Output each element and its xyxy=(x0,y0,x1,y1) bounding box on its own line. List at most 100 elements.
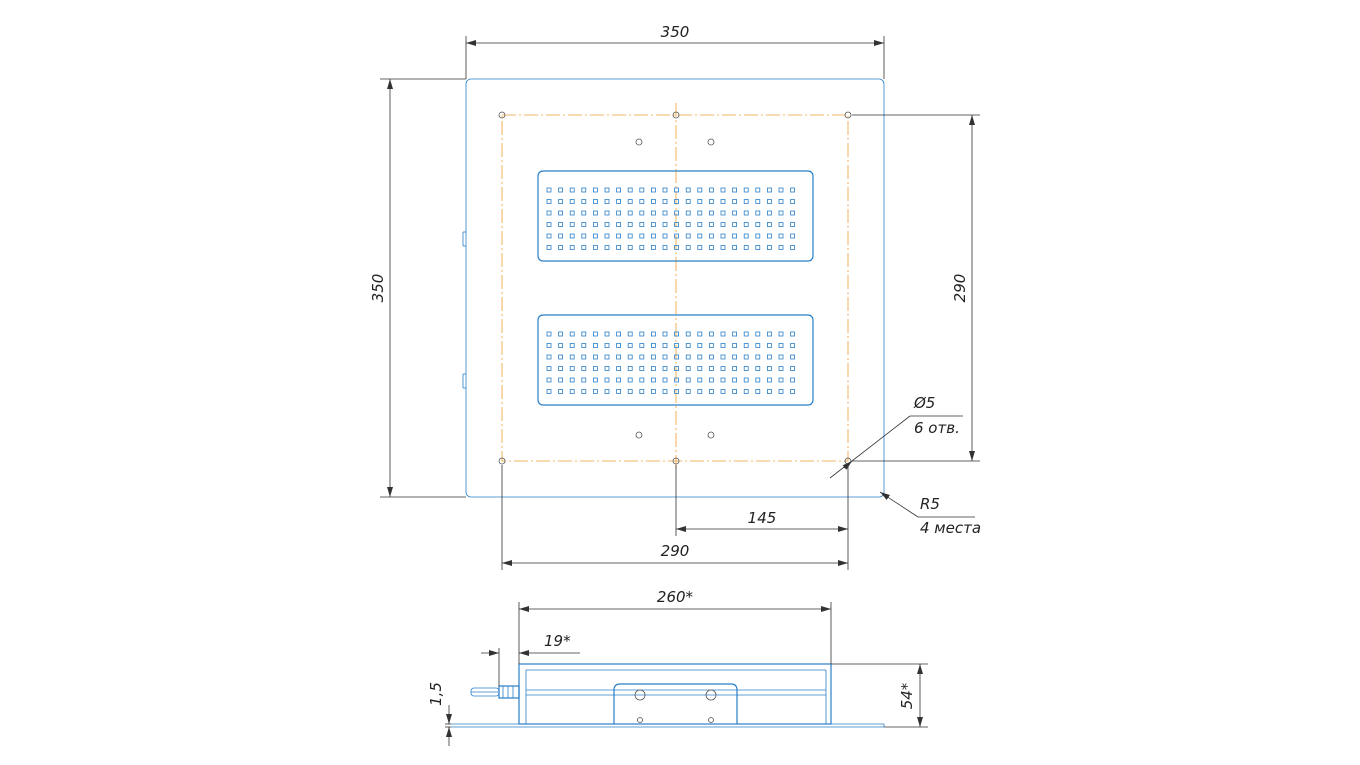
led-chip xyxy=(674,222,679,227)
led-chip xyxy=(546,377,552,383)
led-chip xyxy=(616,354,621,360)
led-chip xyxy=(581,366,587,371)
mounting-holes xyxy=(498,111,852,465)
led-chip xyxy=(790,354,795,360)
led-chip xyxy=(790,199,795,204)
led-chip xyxy=(743,199,749,204)
led-chip xyxy=(651,222,656,227)
led-chip xyxy=(581,187,587,193)
led-chip xyxy=(743,233,749,239)
led-chip xyxy=(709,199,714,204)
led-chip xyxy=(662,343,668,348)
led-chip xyxy=(558,331,563,337)
led-chip xyxy=(790,233,795,239)
led-chip xyxy=(546,354,552,360)
led-chip xyxy=(755,331,761,337)
led-chip xyxy=(627,245,633,250)
led-chip xyxy=(627,389,633,394)
led-chip xyxy=(546,187,552,193)
led-chip xyxy=(651,210,656,216)
led-chip xyxy=(674,331,679,337)
led-chip xyxy=(685,354,691,360)
led-chip xyxy=(697,187,703,193)
dim-hole-pitch-v-label: 290 xyxy=(951,274,969,303)
led-chip xyxy=(627,187,633,193)
led-chip xyxy=(732,366,737,371)
led-chip xyxy=(790,210,795,216)
led-chip xyxy=(662,366,668,371)
led-chip xyxy=(790,366,795,371)
led-chip xyxy=(604,210,610,216)
led-chip xyxy=(767,343,772,348)
led-chip xyxy=(709,210,714,216)
led-chip xyxy=(593,331,598,337)
led-chip xyxy=(778,354,784,360)
led-chip xyxy=(755,389,761,394)
led-chip xyxy=(790,187,795,193)
led-chip xyxy=(685,245,691,250)
led-chip xyxy=(639,222,645,227)
led-chip xyxy=(546,366,552,371)
led-chip xyxy=(558,187,563,193)
led-chip xyxy=(546,245,552,250)
led-chip xyxy=(651,233,656,239)
led-chip xyxy=(743,389,749,394)
led-chip xyxy=(639,331,645,337)
led-chip xyxy=(767,377,772,383)
led-chip xyxy=(755,377,761,383)
led-chip xyxy=(743,187,749,193)
led-chip xyxy=(767,199,772,204)
centerlines xyxy=(501,103,849,472)
led-chip xyxy=(720,377,726,383)
led-chip xyxy=(593,343,598,348)
led-chip xyxy=(674,389,679,394)
led-chip xyxy=(651,187,656,193)
led-chip xyxy=(790,222,795,227)
led-chip xyxy=(709,187,714,193)
led-chip xyxy=(558,389,563,394)
led-chip xyxy=(790,343,795,348)
led-chip xyxy=(593,187,598,193)
led-chip xyxy=(778,245,784,250)
led-chip xyxy=(651,366,656,371)
led-chip xyxy=(662,331,668,337)
led-chip xyxy=(697,354,703,360)
led-chip xyxy=(639,377,645,383)
led-chip xyxy=(604,222,610,227)
dim-thickness-1-5: 1,5 xyxy=(427,682,452,746)
led-chip xyxy=(616,331,621,337)
led-module-bottom xyxy=(537,314,814,406)
led-chip xyxy=(778,389,784,394)
led-chip xyxy=(616,187,621,193)
led-chip xyxy=(662,233,668,239)
led-chip xyxy=(732,187,737,193)
led-chip xyxy=(604,187,610,193)
led-chip xyxy=(755,187,761,193)
led-chip xyxy=(558,354,563,360)
led-chip xyxy=(685,222,691,227)
led-chip xyxy=(604,389,610,394)
led-chip xyxy=(697,233,703,239)
led-chip xyxy=(651,354,656,360)
led-chip xyxy=(627,331,633,337)
led-chip xyxy=(558,199,563,204)
led-chip xyxy=(593,389,598,394)
led-chip xyxy=(674,366,679,371)
led-chip xyxy=(709,389,714,394)
led-chip xyxy=(662,245,668,250)
led-chip xyxy=(720,366,726,371)
led-chip xyxy=(627,210,633,216)
housing-side-outline xyxy=(518,663,832,725)
led-chip xyxy=(651,245,656,250)
led-chip xyxy=(581,389,587,394)
led-chip xyxy=(709,331,714,337)
led-chip xyxy=(732,222,737,227)
led-chip xyxy=(604,245,610,250)
led-chip xyxy=(639,210,645,216)
led-chip xyxy=(755,366,761,371)
led-chip xyxy=(639,199,645,204)
led-chip xyxy=(720,233,726,239)
led-chip xyxy=(558,210,563,216)
led-chip xyxy=(755,354,761,360)
led-chip xyxy=(732,389,737,394)
